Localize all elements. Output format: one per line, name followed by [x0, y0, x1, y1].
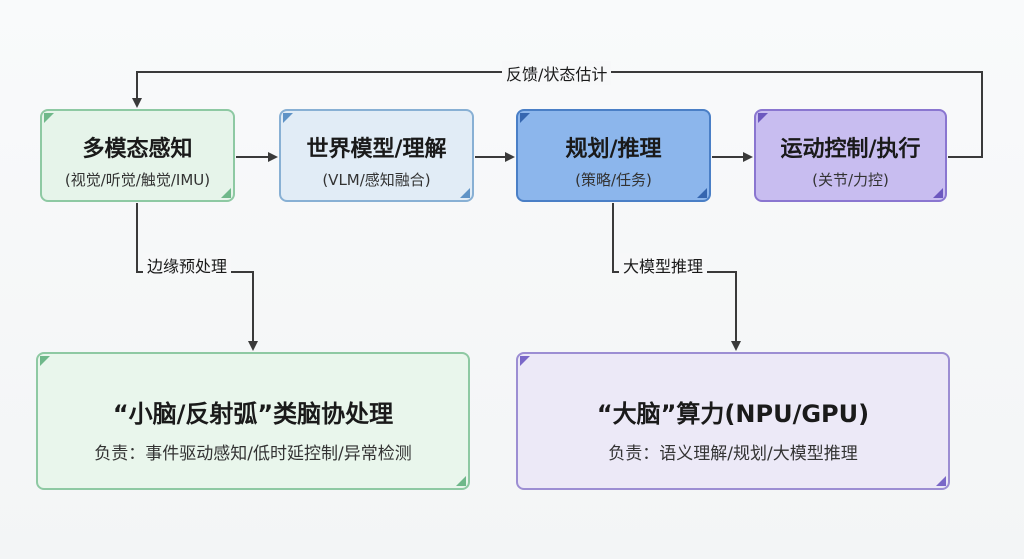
corner-accent — [697, 188, 707, 198]
corner-accent — [460, 188, 470, 198]
edge-preprocess-label: 边缘预处理 — [143, 253, 232, 277]
node-subtitle: (关节/力控) — [812, 171, 889, 189]
corner-accent — [520, 356, 530, 366]
node-subtitle: 负责：语义理解/规划/大模型推理 — [608, 444, 858, 464]
big-model-label: 大模型推理 — [619, 253, 708, 277]
node-title: 运动控制/执行 — [780, 137, 921, 162]
node-world-model: 世界模型/理解 (VLM/感知融合) — [279, 109, 474, 202]
feedback-label: 反馈/状态估计 — [502, 61, 612, 85]
corner-accent — [936, 476, 946, 486]
corner-accent — [520, 113, 530, 123]
arrow-feedback — [132, 71, 983, 158]
corner-accent — [221, 188, 231, 198]
node-subtitle: (VLM/感知融合) — [322, 171, 431, 189]
corner-accent — [40, 356, 50, 366]
corner-accent — [758, 113, 768, 123]
node-subtitle: (视觉/听觉/触觉/IMU) — [64, 171, 211, 189]
node-title: “小脑/反射弧”类脑协处理 — [112, 400, 394, 428]
node-title: 多模态感知 — [82, 137, 193, 162]
corner-accent — [456, 476, 466, 486]
node-multimodal-perception: 多模态感知 (视觉/听觉/触觉/IMU) — [40, 109, 235, 202]
node-title: 世界模型/理解 — [306, 137, 447, 162]
node-motion-control: 运动控制/执行 (关节/力控) — [754, 109, 947, 202]
node-subtitle: (策略/任务) — [575, 171, 652, 189]
node-brain-compute: “大脑”算力(NPU/GPU) 负责：语义理解/规划/大模型推理 — [516, 352, 950, 490]
node-planning: 规划/推理 (策略/任务) — [516, 109, 711, 202]
node-title: 规划/推理 — [565, 137, 662, 162]
corner-accent — [933, 188, 943, 198]
corner-accent — [283, 113, 293, 123]
node-subtitle: 负责：事件驱动感知/低时延控制/异常检测 — [94, 444, 412, 464]
node-cerebellum-coprocessor: “小脑/反射弧”类脑协处理 负责：事件驱动感知/低时延控制/异常检测 — [36, 352, 470, 490]
node-title: “大脑”算力(NPU/GPU) — [596, 400, 870, 428]
corner-accent — [44, 113, 54, 123]
